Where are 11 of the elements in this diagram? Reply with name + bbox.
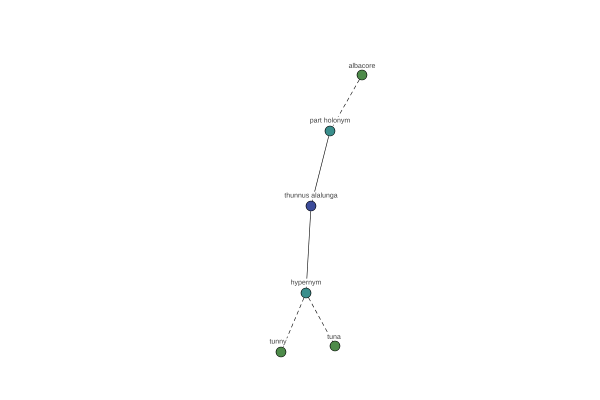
connector-line	[306, 211, 311, 288]
connector-line	[332, 79, 360, 127]
node-circle	[300, 288, 312, 298]
node-circle	[356, 70, 368, 80]
node-circle	[324, 126, 336, 136]
node-circle	[330, 340, 340, 352]
node-circle	[306, 200, 316, 212]
node-circle	[276, 346, 286, 358]
connector-line	[312, 136, 329, 202]
connector-line	[308, 297, 333, 342]
connector-line	[282, 298, 304, 348]
